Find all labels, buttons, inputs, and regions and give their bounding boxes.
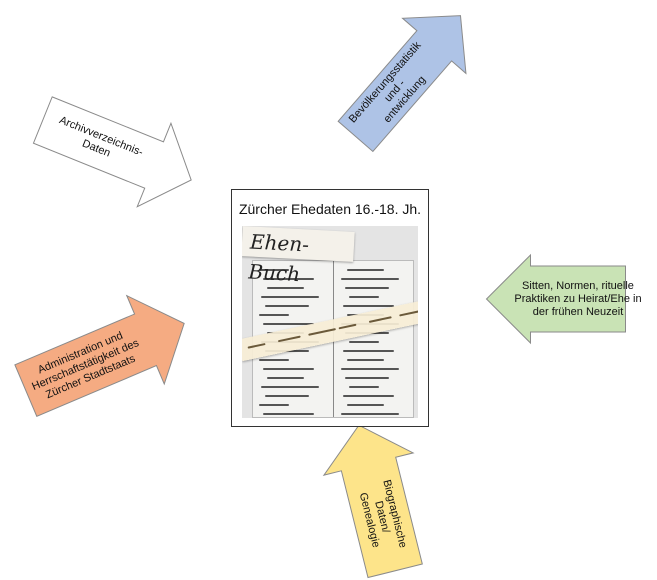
ledger-handwriting (345, 287, 389, 289)
arrow-label-line: der frühen Neuzeit (532, 305, 624, 318)
inscription-handwriting (368, 316, 392, 323)
arrow-label-line: Praktiken zu Heirat/Ehe in (514, 292, 642, 305)
ledger-handwriting (267, 377, 304, 379)
ledger-handwriting (261, 386, 319, 388)
ledger-handwriting (341, 368, 399, 370)
ledger-handwriting (263, 323, 314, 325)
arrow-biography (322, 424, 423, 579)
arrow-archive (32, 96, 192, 208)
ledger-handwriting (343, 305, 394, 307)
inscription-handwriting (308, 328, 336, 336)
ledger-handwriting (347, 269, 384, 271)
ledger-handwriting (259, 404, 289, 406)
ledger-handwriting (343, 395, 394, 397)
ledger-handwriting (341, 278, 399, 280)
ledger-handwriting (349, 296, 379, 298)
inscription-handwriting (277, 335, 301, 343)
inscription-handwriting (338, 323, 357, 330)
ledger-handwriting (349, 386, 379, 388)
ledger-handwriting (261, 296, 319, 298)
inscription-handwriting (247, 343, 266, 349)
ledger-handwriting (259, 359, 289, 361)
ledger-handwriting (265, 305, 309, 307)
arrow-population (337, 15, 467, 153)
center-document-box: Zürcher Ehedaten 16.-18. Jh. Ehen-Buch (231, 189, 429, 427)
arrow-label-line: Sitten, Normen, rituelle (522, 279, 634, 292)
ledger-handwriting (263, 278, 314, 280)
arrow-customs (485, 253, 626, 345)
center-title: Zürcher Ehedaten 16.-18. Jh. (238, 201, 422, 217)
ledger-handwriting (349, 341, 379, 343)
ledger-handwriting (341, 413, 399, 415)
ledger-handwriting (345, 377, 389, 379)
ledger-handwriting (259, 269, 289, 271)
ledger-handwriting (263, 413, 314, 415)
ledger-handwriting (347, 359, 384, 361)
marriage-register-image: Ehen-Buch (242, 226, 418, 418)
ledger-handwriting (267, 287, 304, 289)
inscription-handwriting (399, 308, 418, 317)
ehen-buch-script-label: Ehen-Buch (242, 226, 355, 286)
ledger-handwriting (259, 314, 289, 316)
ledger-handwriting (347, 404, 384, 406)
ledger-handwriting (265, 395, 309, 397)
ledger-handwriting (343, 350, 394, 352)
ledger-handwriting (263, 368, 314, 370)
arrow-administration (14, 294, 185, 418)
